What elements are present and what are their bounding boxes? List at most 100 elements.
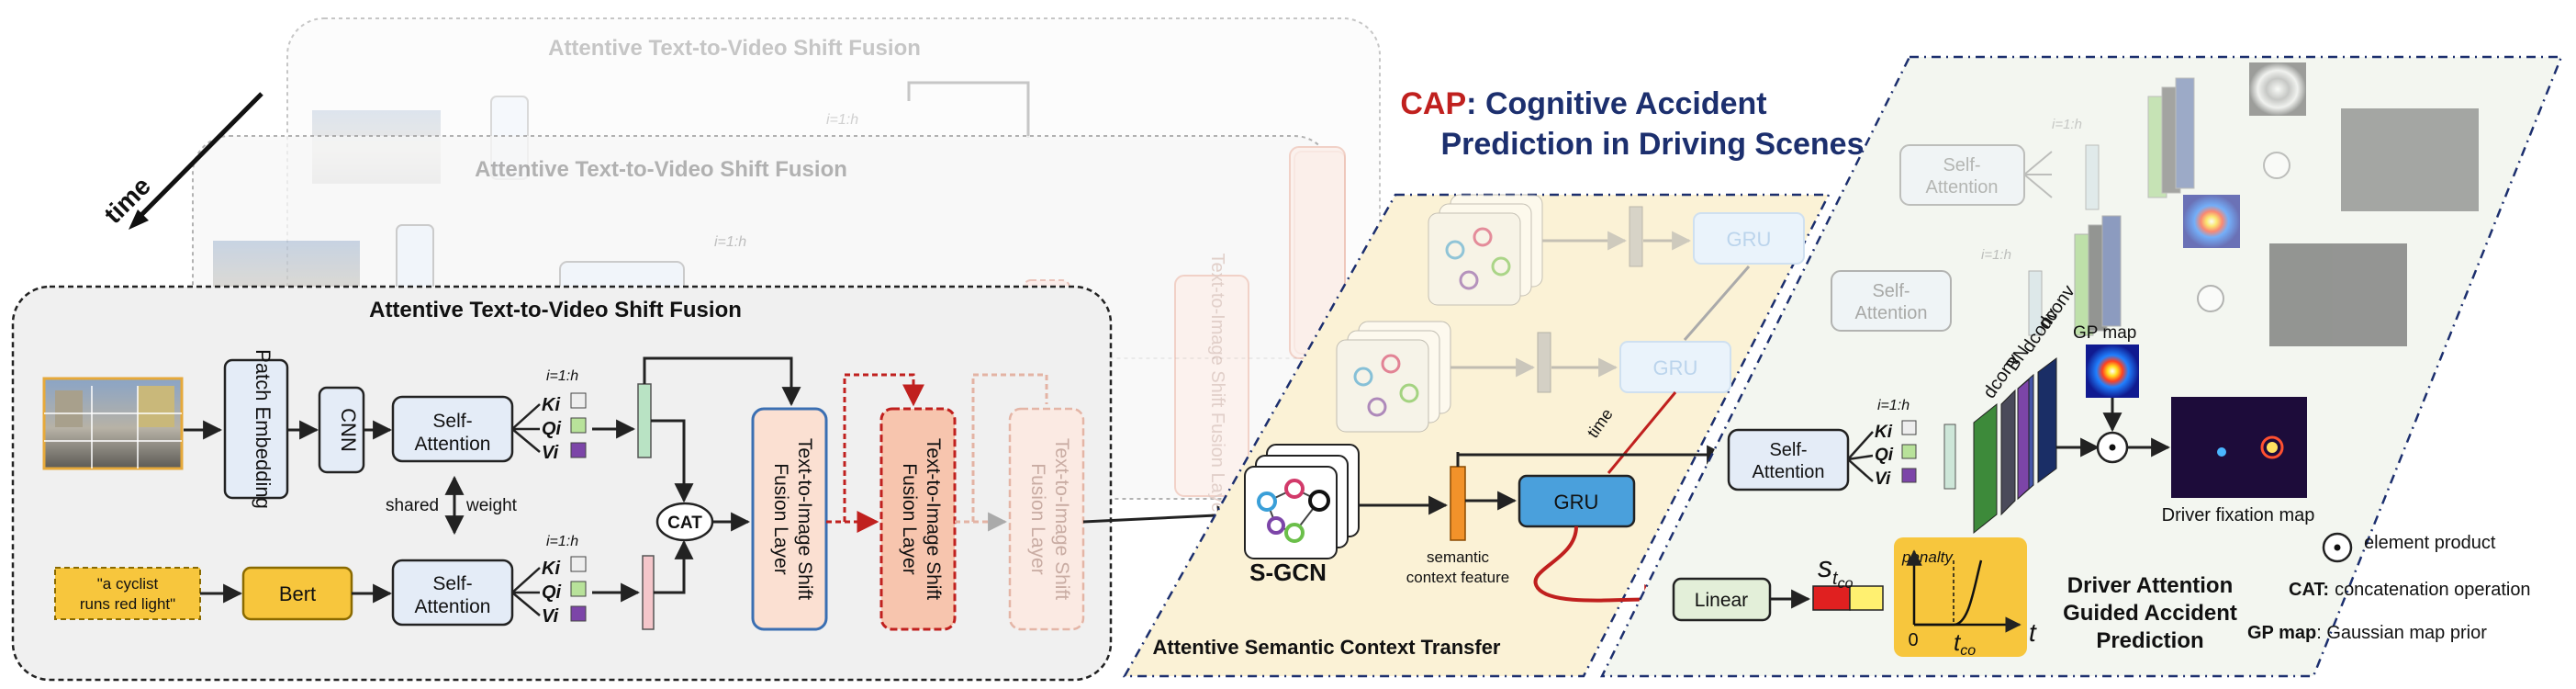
self-attention-video-l1: Self- <box>432 411 472 432</box>
heads-label-text: i=1:h <box>546 534 578 549</box>
graph-stack-faded-2 <box>1336 321 1618 433</box>
cnn-label: CNN <box>337 408 360 452</box>
svg-text:i=1:h: i=1:h <box>1981 247 2011 263</box>
gru-faded-1 <box>1693 212 1805 265</box>
driver-sa-l2: Attention <box>1753 462 1825 482</box>
v-label-video: Vi <box>542 443 559 463</box>
shift-fusion-layer-3 <box>1008 407 1085 631</box>
svg-text:i=1:h: i=1:h <box>826 112 858 128</box>
bert-label: Bert <box>279 582 316 605</box>
semantic-label-l2: context feature <box>1406 569 1509 586</box>
dconv-stack <box>1973 357 2057 535</box>
time-arrow-line <box>134 92 263 222</box>
gru-time-link <box>1607 391 1677 474</box>
k-label-driver: Ki <box>1875 423 1893 442</box>
penalty-t-axis-label: t <box>2029 618 2037 647</box>
title-line-2: Prediction in Driving Scenes <box>1440 127 1864 162</box>
heads-label-driver: i=1:h <box>1877 398 1910 413</box>
self-attention-text-l2: Attention <box>415 596 491 617</box>
legend: element product CAT:concatenation operat… <box>2247 532 2531 643</box>
svg-text:Attention: Attention <box>1855 303 1928 323</box>
shift-fusion-layer-1 <box>751 407 828 631</box>
penalty-curve <box>1914 559 1983 627</box>
time-arrowhead <box>129 209 149 230</box>
sgcn-label: S-GCN <box>1249 559 1327 586</box>
sgcn-graph-stack <box>1244 444 1360 559</box>
video-feature-bar <box>637 383 652 458</box>
gp-map-image <box>2086 344 2139 398</box>
weight-label: weight <box>465 496 518 515</box>
driver-attention-module: Self- Attention i=1:h Self- Attention i=… <box>1599 55 2563 678</box>
kqv-text: i=1:h Ki Qi Vi <box>511 534 587 627</box>
driver-frame <box>1599 55 2563 678</box>
kqv-driver: i=1:h Ki Qi Vi <box>1847 398 1917 489</box>
penalty-plot <box>1894 537 2027 657</box>
driver-faded-row-2: Self- Attention i=1:h <box>1831 195 2407 346</box>
bg-fusion-title-2: Attentive Text-to-Video Shift Fusion <box>548 36 921 61</box>
stco-label: stco <box>1818 550 1854 592</box>
arrow-fusion-sgcn <box>1082 505 1238 525</box>
title-rest: : Cognitive Accident <box>1466 86 1766 121</box>
graph-stack-faded-1 <box>1428 194 1692 306</box>
arrow-video-cat <box>651 419 694 503</box>
score-yellow-cell <box>1849 585 1884 611</box>
svg-text:i=1:h: i=1:h <box>2052 117 2082 132</box>
q-label-video: Qi <box>542 419 562 439</box>
legend-gp: GP map: Gaussian map prior <box>2247 623 2487 643</box>
caption-box <box>54 567 201 620</box>
fixation-map-image <box>2171 397 2307 498</box>
caption-line-2: runs red light" <box>80 595 175 613</box>
gru-label: GRU <box>1554 491 1599 514</box>
kqv-video: i=1:h Ki Qi Vi <box>511 368 587 463</box>
gru-faded-1-label: GRU <box>1727 228 1772 251</box>
bg-fusion-title-1: Attentive Text-to-Video Shift Fusion <box>475 157 847 182</box>
shift-fusion-layer-2 <box>879 407 957 631</box>
semantic-label-l1: semantic <box>1427 548 1490 566</box>
dashcam-frame <box>42 377 184 470</box>
driver-faded-row-1: Self- Attention i=1:h <box>1899 62 2479 211</box>
v-label-driver: Vi <box>1875 469 1891 489</box>
legend-element-product: element product <box>2364 533 2496 553</box>
self-attention-video-l2: Attention <box>415 434 491 455</box>
bg-shift-layer-text: Text-to-Image Shift Fusion Layer <box>1207 253 1227 518</box>
penalty-label: penalty <box>1901 548 1954 566</box>
q-label-text: Qi <box>542 582 562 603</box>
arrow-text-cat <box>654 539 694 594</box>
gp-map-label: GP map <box>2073 323 2136 343</box>
semantic-feature-bar <box>1450 466 1466 541</box>
penalty-zero: 0 <box>1908 630 1918 650</box>
self-attention-text-l1: Self- <box>432 573 472 594</box>
linear-label: Linear <box>1695 590 1748 611</box>
shared-label: shared <box>386 496 439 515</box>
fusion-module: Attentive Text-to-Video Shift Fusion Pat… <box>11 285 1238 682</box>
gru-faded-2-label: GRU <box>1653 356 1698 379</box>
arrow-shift-skip <box>843 373 924 522</box>
svg-text:i=1:h: i=1:h <box>714 234 746 250</box>
gru-link-faded <box>1683 265 1751 341</box>
arrow-gru-linear <box>1533 525 1674 615</box>
arrow-video-shift <box>643 356 801 407</box>
driver-title-l1: Driver Attention <box>2067 573 2233 598</box>
arrow-shift-skip-2 <box>971 373 1048 522</box>
legend-cat: CAT:concatenation operation <box>2289 580 2531 600</box>
driver-title-l2: Guided Accident <box>2063 601 2237 626</box>
semantic-context-module: Attentive Semantic Context Transfer GRU <box>1122 193 1831 678</box>
driver-feature-bar <box>1943 424 1956 490</box>
driver-sa-l1: Self- <box>1769 440 1807 460</box>
cat-label: CAT <box>667 514 702 533</box>
text-feature-bar <box>642 555 655 630</box>
patch-embedding-label: Patch Embedding <box>252 349 274 509</box>
penalty-tco: tco <box>1954 628 1976 659</box>
fusion-title: Attentive Text-to-Video Shift Fusion <box>369 298 742 322</box>
title-red: CAP <box>1400 86 1466 121</box>
svg-text:Text-to-Image ShiftFusion Laye: Text-to-Image ShiftFusion Layer <box>899 438 944 600</box>
caption-line-1: "a cyclist <box>97 575 159 593</box>
svg-text:Text-to-Image ShiftFusion Laye: Text-to-Image ShiftFusion Layer <box>770 438 815 600</box>
svg-text:Attention: Attention <box>1926 177 1999 198</box>
svg-text:Text-to-Image ShiftFusion Laye: Text-to-Image ShiftFusion Layer <box>1027 438 1072 600</box>
q-label-driver: Qi <box>1875 446 1894 465</box>
k-label-text: Ki <box>542 559 560 579</box>
svg-text:CAP: Cognitive Accident: CAP: Cognitive Accident <box>1400 86 1766 121</box>
heads-label-video: i=1:h <box>546 368 578 384</box>
